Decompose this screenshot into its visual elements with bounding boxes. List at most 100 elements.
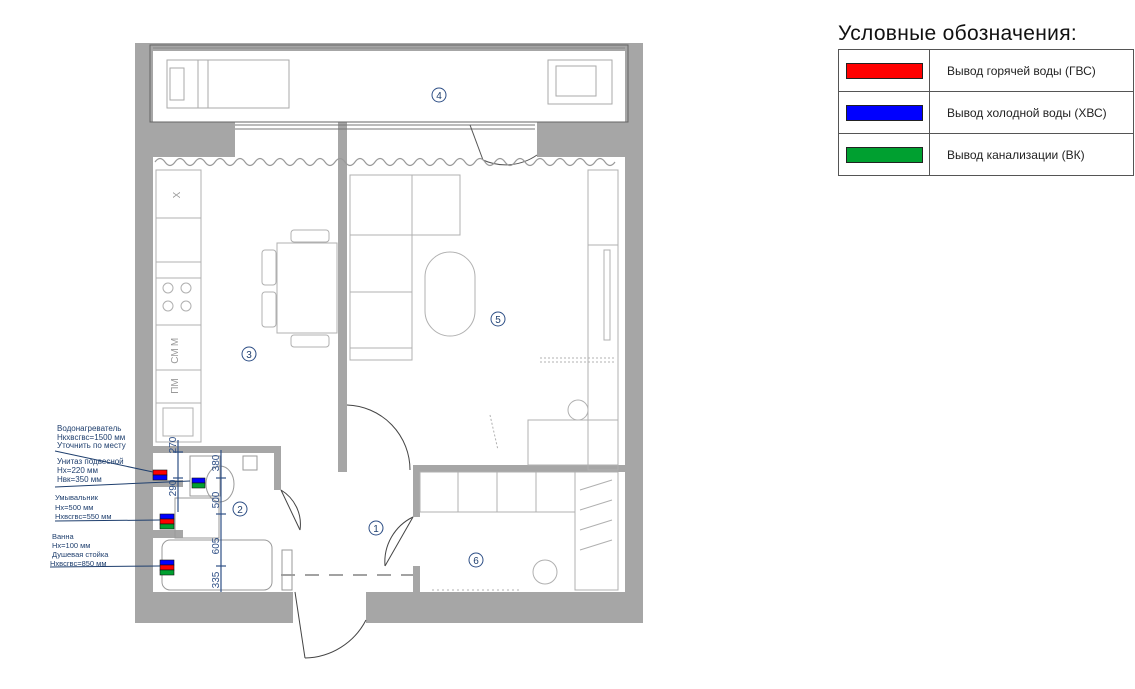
tv <box>603 249 611 341</box>
entrance-door <box>294 591 306 659</box>
wardrobe <box>587 169 619 471</box>
note-sink-mixed: Нхвсгвс=550 мм <box>55 512 112 521</box>
room-numbers <box>232 87 506 568</box>
legend: Условные обозначения: Вывод горячей воды… <box>838 22 1134 176</box>
stove-burner <box>162 282 174 294</box>
bathroom-fixtures <box>161 455 293 591</box>
dishwasher-label: ПМ <box>170 378 181 394</box>
wall-room6-left-bottom <box>413 566 420 592</box>
leader-heater <box>54 450 154 473</box>
note-sink: Умывальник Нх=500 мм Нхвсгвс=550 мм <box>55 493 112 521</box>
legend-label-cold: Вывод холодной воды (ХВС) <box>929 91 1134 134</box>
living-door-swing <box>346 404 411 471</box>
wall-outer-top <box>135 43 643 51</box>
microwave-label: М <box>170 338 181 346</box>
bath-outlet <box>159 559 175 576</box>
room-number-3: 3 <box>246 350 252 361</box>
washing-machine <box>532 559 558 585</box>
heater-box <box>242 455 258 471</box>
leader-sink <box>54 519 161 522</box>
legend-title: Условные обозначения: <box>838 22 1078 45</box>
note-bath-mixed: Нхвсгвс=850 мм <box>50 559 107 568</box>
balcony-armchair <box>547 59 613 105</box>
dimension-lines <box>173 440 226 592</box>
wall-outer-left <box>135 43 153 623</box>
heater-outlet <box>152 469 168 481</box>
note-toilet-cold: Нх=220 мм <box>57 466 98 475</box>
wall-room6-top <box>413 465 625 472</box>
room-number-4: 4 <box>436 91 442 102</box>
legend-label-hot: Вывод горячей воды (ГВС) <box>929 49 1134 92</box>
wall-outer-right <box>625 43 643 623</box>
legend-swatch-sewer <box>845 146 923 163</box>
bath-shelf <box>281 549 293 591</box>
wall-bath-inner-1 <box>153 480 183 487</box>
desk-chair <box>567 399 589 421</box>
note-bath-shower: Душевая стойка <box>52 550 109 559</box>
room-number-6: 6 <box>473 556 479 567</box>
legend-row-cold: Вывод холодной воды (ХВС) <box>838 91 1134 134</box>
chair <box>290 229 330 243</box>
wardrobe-room6 <box>574 471 619 591</box>
radiator <box>489 357 615 451</box>
kitchen-appliance-labels: Х М СМ ПМ <box>170 191 183 393</box>
wall-bath-inner-2 <box>153 530 183 538</box>
legend-label-sewer: Вывод канализации (ВК) <box>929 133 1134 176</box>
wall-bottom-right <box>366 592 643 623</box>
note-bath-title: Ванна <box>52 532 74 541</box>
balcony <box>149 44 629 166</box>
curtain <box>154 157 616 167</box>
note-heater-title: Водонагреватель <box>57 424 121 433</box>
toilet-bowl <box>205 465 235 503</box>
room6-door <box>384 516 414 567</box>
dim-500: 500 <box>211 491 222 508</box>
washer-label: СМ <box>170 348 181 363</box>
note-sink-title: Умывальник <box>55 493 99 502</box>
room-number-5: 5 <box>495 315 501 326</box>
dim-270: 270 <box>168 436 179 453</box>
sofa-chaise <box>411 174 461 236</box>
toilet-outlet <box>191 477 206 489</box>
wall-balcony-right <box>537 122 625 157</box>
fridge-label: Х <box>172 191 183 198</box>
wall-bottom-left <box>135 592 293 623</box>
leader-lines <box>49 450 191 568</box>
bath-door <box>280 489 301 531</box>
note-bath-cold: Нх=100 мм <box>52 541 90 550</box>
legend-row-hot: Вывод горячей воды (ГВС) <box>838 49 1134 92</box>
dim-380: 380 <box>211 454 222 471</box>
leader-toilet <box>54 480 191 488</box>
balcony-outline <box>149 44 629 123</box>
kitchen-furniture <box>155 169 338 443</box>
sofa <box>349 174 413 361</box>
toilet-frame <box>189 455 221 497</box>
note-toilet-sewer: Нвк=350 мм <box>57 475 102 484</box>
note-toilet-title: Унитаз подвесной <box>57 457 124 466</box>
room6-fixtures <box>419 471 619 591</box>
note-bath: Ванна Нх=100 мм Душевая стойка Нхвсгвс=8… <box>50 532 109 568</box>
legend-swatch-hot <box>845 62 923 79</box>
dim-335: 335 <box>211 571 222 588</box>
coffee-table <box>424 251 476 337</box>
dim-605: 605 <box>211 537 222 554</box>
leader-bath <box>49 565 161 568</box>
note-heater: Водонагреватель Нкхвсгвс=1500 мм Уточнит… <box>57 424 126 450</box>
dim-290: 290 <box>168 479 179 496</box>
wall-balcony-left <box>153 122 235 157</box>
outlet-markers <box>152 469 206 576</box>
legend-row-sewer: Вывод канализации (ВК) <box>838 133 1134 176</box>
wall-bath-top <box>153 446 281 453</box>
washbasin <box>174 497 220 539</box>
legend-swatch-cold <box>845 104 923 121</box>
wall-bath-right-top <box>274 446 281 490</box>
note-toilet: Унитаз подвесной Нх=220 мм Нвк=350 мм <box>57 457 124 484</box>
wall-room6-left <box>413 465 420 517</box>
doors <box>280 404 414 659</box>
note-heater-remark: Уточнить по месту <box>57 441 126 450</box>
room-number-1: 1 <box>373 524 379 535</box>
living-furniture <box>349 169 619 471</box>
note-heater-height: Нкхвсгвс=1500 мм <box>57 433 125 442</box>
walls <box>135 43 643 623</box>
sink-outlet <box>159 513 175 530</box>
sun-lounger <box>166 59 290 109</box>
